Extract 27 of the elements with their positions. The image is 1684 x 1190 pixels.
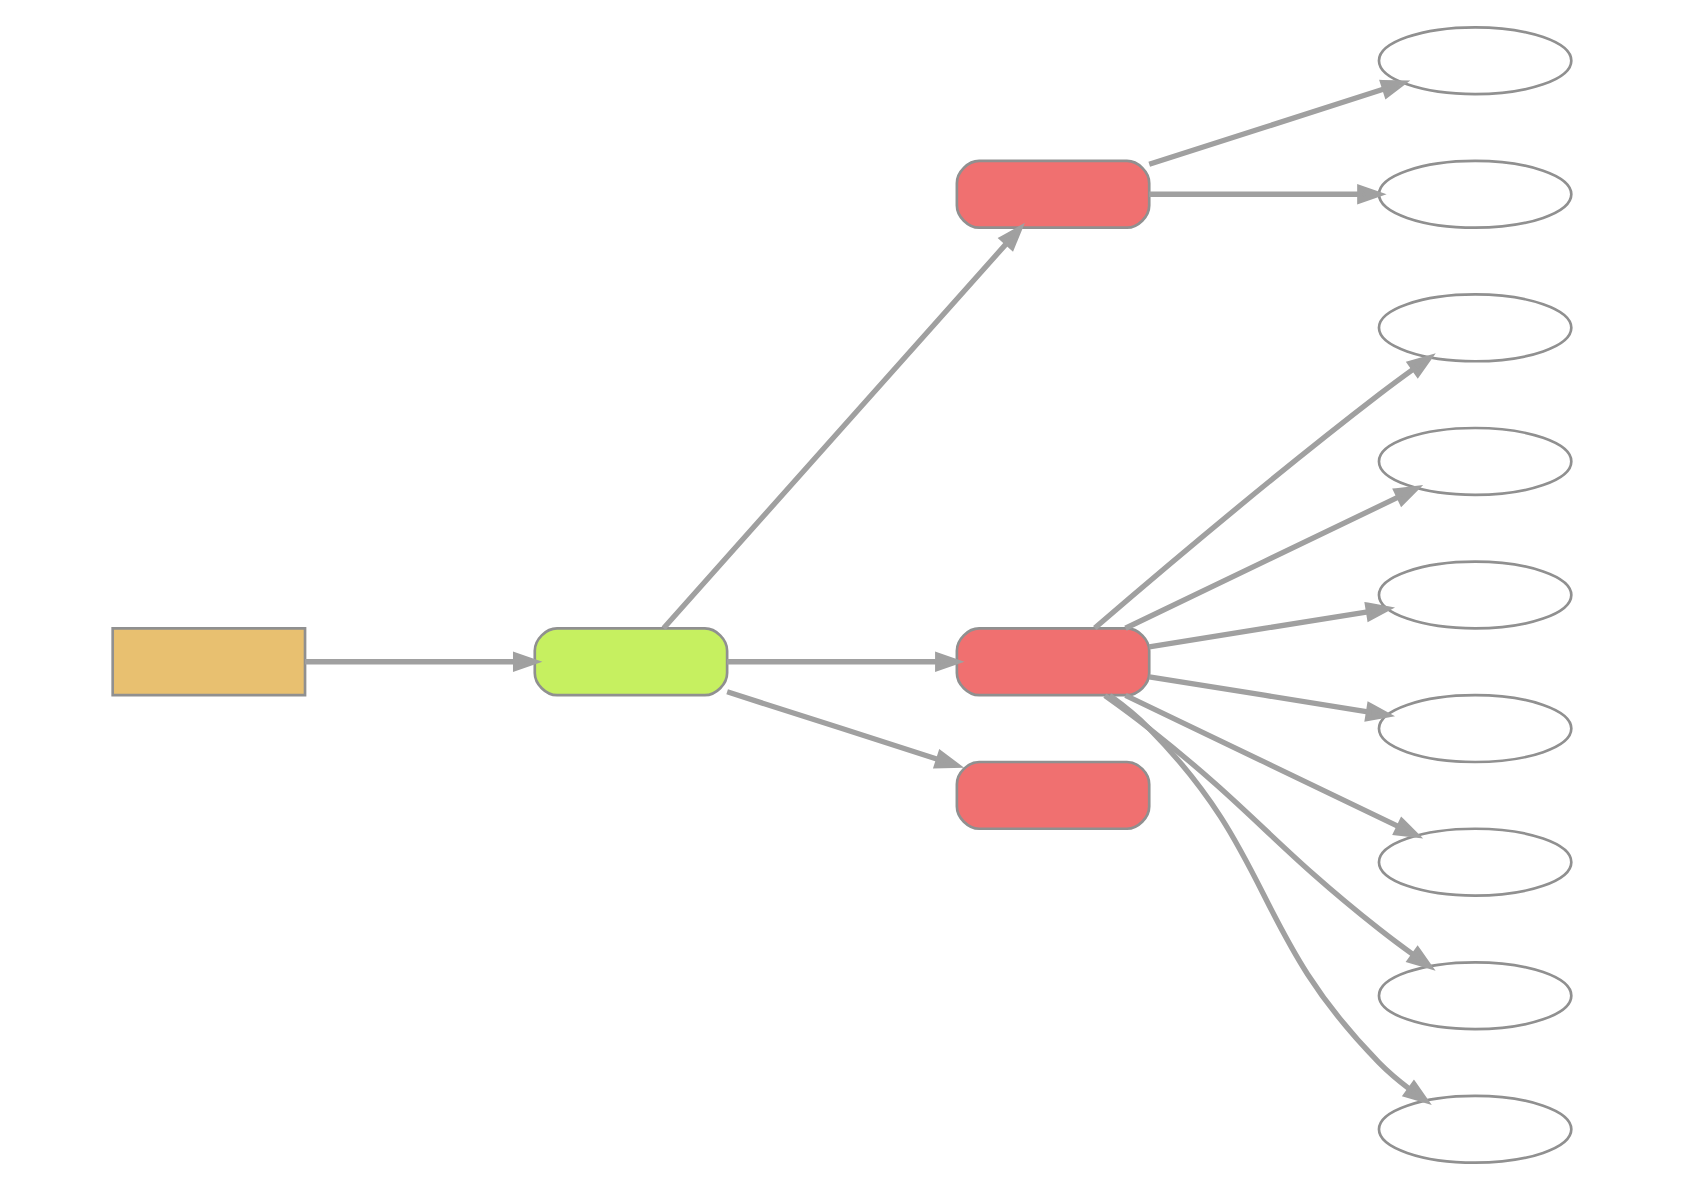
arrow xyxy=(1148,674,1396,722)
node-box xyxy=(955,627,1151,697)
node-oval xyxy=(1377,293,1573,363)
arrow xyxy=(1148,601,1396,650)
node-oval xyxy=(1377,961,1573,1031)
node-oval xyxy=(1377,693,1573,764)
node-oval xyxy=(1377,827,1573,897)
arrow xyxy=(1093,353,1436,630)
arrow xyxy=(1103,693,1436,971)
node-oval xyxy=(1377,25,1573,96)
arrow xyxy=(661,222,1025,630)
node-box xyxy=(955,760,1151,831)
node-box xyxy=(955,159,1151,229)
arrow xyxy=(1108,693,1432,1106)
arrow xyxy=(1124,485,1424,631)
node-oval xyxy=(1377,426,1573,497)
arrow xyxy=(1124,692,1424,839)
node-box xyxy=(111,627,307,697)
arrow xyxy=(727,651,965,673)
arrow xyxy=(1149,183,1387,205)
arrow xyxy=(305,651,543,673)
node-oval xyxy=(1377,1094,1573,1165)
node-oval xyxy=(1377,560,1573,630)
arrow xyxy=(1148,79,1411,167)
arrow xyxy=(726,689,965,769)
node-oval xyxy=(1377,159,1573,229)
node-box xyxy=(533,627,729,697)
